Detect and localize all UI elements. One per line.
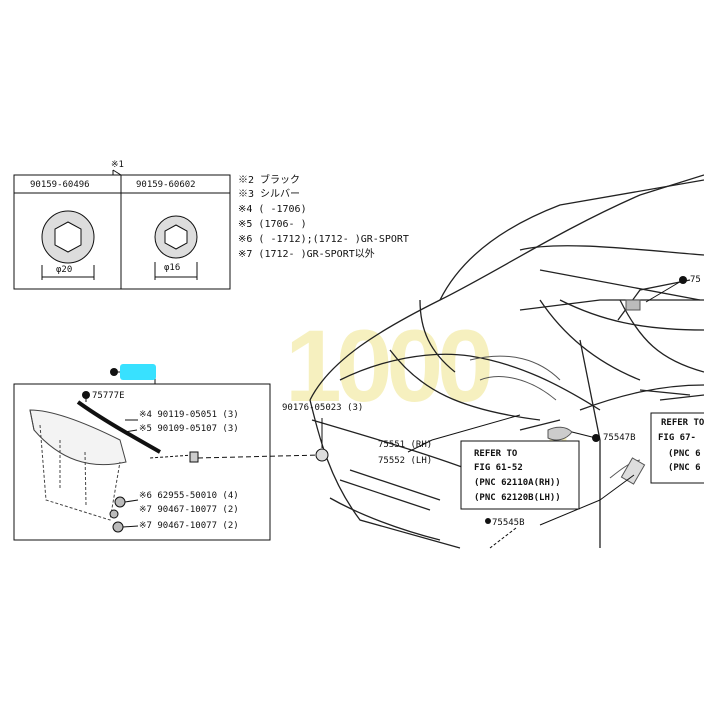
inset-frame: [13, 383, 271, 541]
note-4: ※4 ( -1706): [238, 204, 307, 215]
label-75551: 75551 (RH): [378, 440, 433, 450]
car-outline: [309, 174, 704, 549]
refer-b-line-3: (PNC 6: [668, 449, 701, 459]
nut-table-frame: [13, 174, 231, 290]
nut-20-icon: [41, 210, 95, 280]
inset-row-2: ※5 90109-05107 (3): [139, 424, 239, 434]
highlight-marker: [120, 364, 156, 380]
label-75547B: 75547B: [603, 433, 636, 443]
refer-b-line-4: (PNC 6: [668, 463, 701, 473]
note-2: ※2 ブラック: [238, 175, 301, 186]
refer-a-line-3: (PNC 62110A(RH)): [474, 478, 561, 488]
spoiler-drawing: [29, 400, 161, 521]
table-mark: ※1: [111, 160, 124, 170]
inset-row-1: ※4 90119-05051 (3): [139, 410, 239, 420]
inset-row-5: ※7 90467-10077 (2): [139, 521, 239, 531]
inset-row-3: ※6 62955-50010 (4): [139, 491, 239, 501]
label-clip: 90176-05023 (3): [282, 403, 364, 413]
label-75-top: 75: [690, 275, 701, 285]
refer-box-a: [460, 440, 580, 510]
label-75552: 75552 (LH): [378, 456, 433, 466]
label-75777E: 75777E: [92, 391, 125, 401]
refer-b-line-1: REFER TO: [661, 418, 704, 428]
watermark: 1000: [285, 309, 494, 423]
fastener-icons: [109, 496, 139, 533]
note-5: ※5 (1706- ): [238, 219, 307, 230]
table-dim-2: φ16: [164, 263, 181, 273]
label-75545B: 75545B: [492, 518, 525, 528]
refer-box-b: [650, 412, 704, 484]
table-part-no-2: 90159-60602: [136, 180, 196, 190]
note-7: ※7 (1712- )GR-SPORT以外: [238, 249, 375, 260]
nut-16-icon: [154, 215, 198, 280]
refer-a-line-2: FIG 61-52: [474, 463, 523, 473]
table-dim-1: φ20: [56, 265, 73, 275]
note-6: ※6 ( -1712);(1712- )GR-SPORT: [238, 234, 409, 245]
table-part-no-1: 90159-60496: [30, 180, 90, 190]
refer-a-line-1: REFER TO: [474, 449, 518, 459]
refer-b-line-2: FIG 67-: [658, 433, 696, 443]
refer-a-line-4: (PNC 62120B(LH)): [474, 493, 561, 503]
note-3: ※3 シルバー: [238, 189, 301, 200]
inset-row-4: ※7 90467-10077 (2): [139, 505, 239, 515]
